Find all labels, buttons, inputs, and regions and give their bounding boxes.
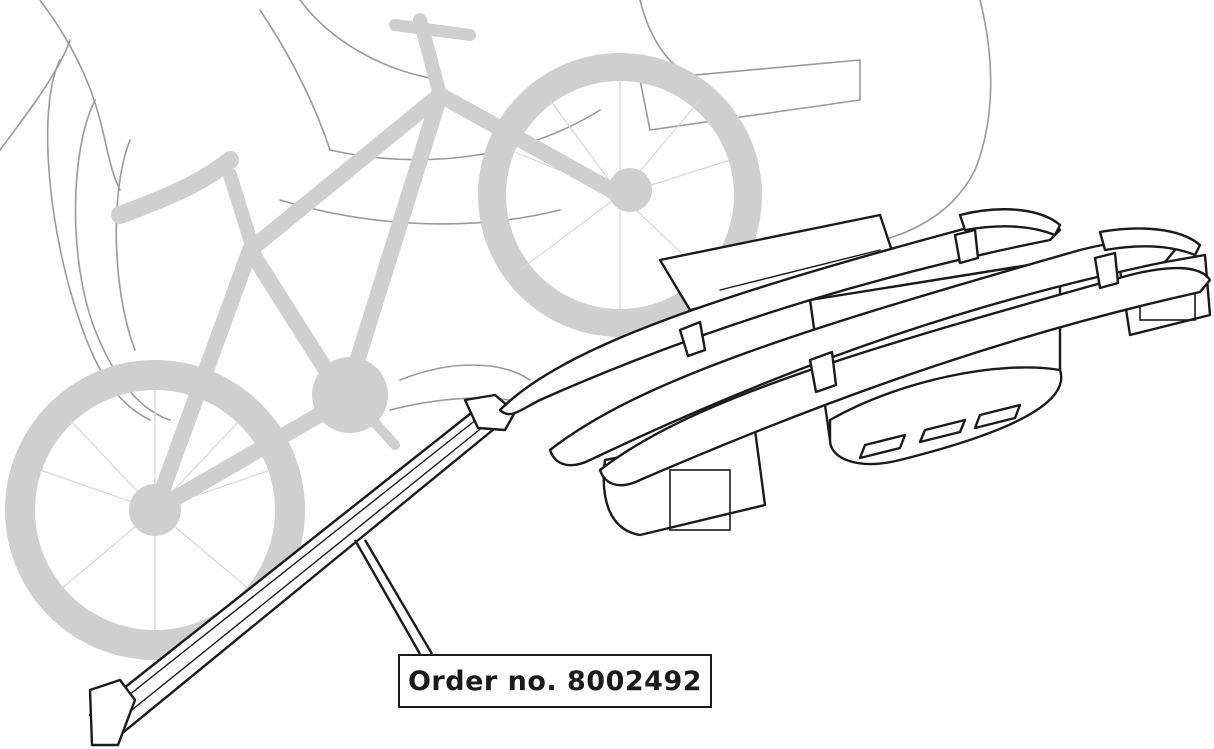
order-number-label: Order no. 8002492 [407, 665, 703, 697]
bike-carrier [498, 208, 1212, 537]
callout-leader [353, 539, 434, 655]
order-number-callout: Order no. 8002492 [398, 654, 712, 708]
loading-ramp [88, 393, 517, 747]
bike-silhouette [5, 13, 762, 660]
